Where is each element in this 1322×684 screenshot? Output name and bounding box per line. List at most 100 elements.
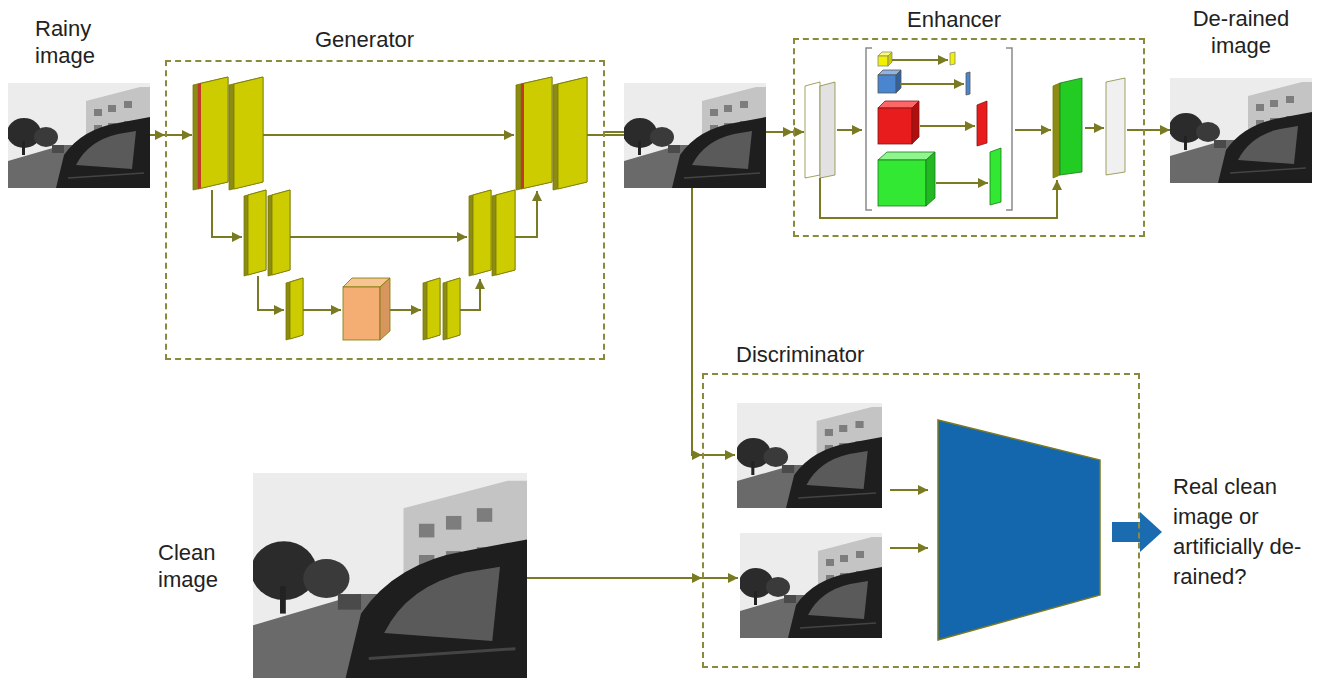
- image-node: De-rained image: [1170, 5, 1312, 183]
- generator-arrows: [460, 279, 480, 310]
- discriminator-parts: [890, 547, 928, 549]
- output-question: Real clean image or artificially de-rain…: [1173, 472, 1313, 592]
- enhancer-blocks: [990, 148, 1001, 205]
- generator-blocks: [521, 83, 524, 189]
- enhancer-arrows: [820, 178, 1057, 218]
- enhancer-blocks: [866, 48, 872, 210]
- generator-blocks: [229, 77, 263, 190]
- generator-blocks: [492, 190, 515, 276]
- enhancer-arrows: [892, 59, 948, 61]
- rainy-photo: [7, 83, 150, 188]
- generator-blocks: [268, 190, 290, 276]
- flow-arrow: [527, 577, 702, 579]
- derained-photo: [1169, 78, 1312, 183]
- discriminator-parts: [702, 577, 738, 579]
- generator-blocks: [473, 190, 491, 275]
- enhancer-arrows: [837, 129, 862, 131]
- generator-arrows: [258, 276, 284, 310]
- generator-blocks: [443, 278, 460, 340]
- generator-arrows: [587, 134, 605, 136]
- enhancer-arrows: [1127, 129, 1145, 131]
- generator-blocks: [290, 278, 303, 339]
- generator-blocks: [553, 77, 587, 190]
- enhancer-arrows: [936, 182, 988, 184]
- output-arrow: [1112, 512, 1162, 552]
- node-label: Clean image: [158, 539, 238, 593]
- enhancer-blocks: [878, 160, 926, 206]
- flow-arrow: [1145, 129, 1170, 131]
- generator-arrows: [165, 135, 605, 310]
- discriminator-network: [938, 420, 1100, 640]
- flow-arrow: [150, 134, 165, 136]
- discriminator-parts: [702, 420, 1162, 640]
- enhancer-blocks: [878, 56, 888, 66]
- generator-blocks: [286, 278, 303, 340]
- discriminator-parts: [702, 455, 928, 578]
- enhancer-blocks: [1006, 48, 1012, 210]
- enhancer-arrows: [1015, 129, 1051, 131]
- intermediate-photo: [623, 83, 766, 188]
- enhancer-blocks: [878, 108, 912, 144]
- enhancer-box: Enhancer: [793, 38, 1145, 237]
- image-node: Rainy image: [8, 15, 150, 188]
- enhancer-blocks: [820, 82, 835, 178]
- enhancer-blocks: [950, 52, 955, 65]
- generator-arrows: [212, 190, 242, 237]
- enhancer-blocks: [805, 82, 820, 178]
- photos: [7, 78, 1312, 678]
- clean-photo: [251, 473, 527, 678]
- discriminator-box: Discriminator: [702, 373, 1140, 668]
- generator-blocks: [234, 77, 263, 189]
- enhancer-blocks: [966, 72, 970, 95]
- enhancer-blocks: [896, 70, 901, 93]
- generator-blocks: [380, 278, 390, 340]
- generator-box: Generator: [165, 60, 605, 360]
- enhancer-blocks: [977, 101, 987, 146]
- enhancer-blocks: [926, 152, 935, 206]
- generator-blocks: [198, 77, 228, 189]
- box-heading: Enhancer: [907, 6, 1001, 33]
- generator-blocks: [558, 77, 587, 189]
- generator-arrows: [165, 134, 192, 136]
- generator-blocks: [343, 287, 380, 340]
- generator-arrows: [290, 236, 467, 238]
- generator-arrows: [303, 309, 341, 311]
- node-label: Rainy image: [35, 15, 115, 69]
- generator-blocks: [516, 77, 552, 190]
- box-heading: Generator: [315, 26, 414, 53]
- box-heading: Discriminator: [736, 341, 864, 368]
- generator-blocks: [447, 278, 460, 339]
- generator-blocks: [521, 77, 552, 189]
- enhancer-blocks: [912, 101, 919, 144]
- disc-photo: [736, 403, 882, 508]
- generator-blocks: [193, 77, 587, 340]
- enhancer-arrows: [1085, 127, 1104, 129]
- disc-photo: [739, 533, 882, 638]
- discriminator-parts: [702, 454, 735, 456]
- enhancer-blocks: [1060, 78, 1082, 175]
- generator-blocks: [272, 190, 290, 275]
- generator-blocks: [427, 278, 440, 339]
- enhancer-blocks: [805, 48, 1125, 210]
- generator-arrows: [263, 134, 514, 136]
- enhancer-blocks: [888, 52, 892, 66]
- enhancer-blocks: [1053, 83, 1060, 178]
- node-label: De-rained image: [1170, 5, 1312, 59]
- generator-blocks: [248, 190, 266, 275]
- image-node: Clean image: [155, 473, 527, 678]
- generator-blocks: [244, 190, 266, 276]
- generator-blocks: [469, 190, 491, 276]
- generator-blocks: [198, 83, 201, 189]
- enhancer-arrows: [920, 125, 975, 127]
- generator-arrows: [515, 191, 537, 237]
- discriminator-parts: [890, 489, 928, 491]
- enhancer-blocks: [1106, 78, 1125, 175]
- generator-blocks: [496, 190, 515, 275]
- enhancer-blocks: [878, 75, 896, 93]
- enhancer-blocks: [878, 152, 935, 160]
- generator-arrows: [390, 309, 421, 311]
- enhancer-arrows: [900, 83, 964, 85]
- generator-blocks: [423, 278, 440, 340]
- enhancer-arrows: [793, 60, 1145, 218]
